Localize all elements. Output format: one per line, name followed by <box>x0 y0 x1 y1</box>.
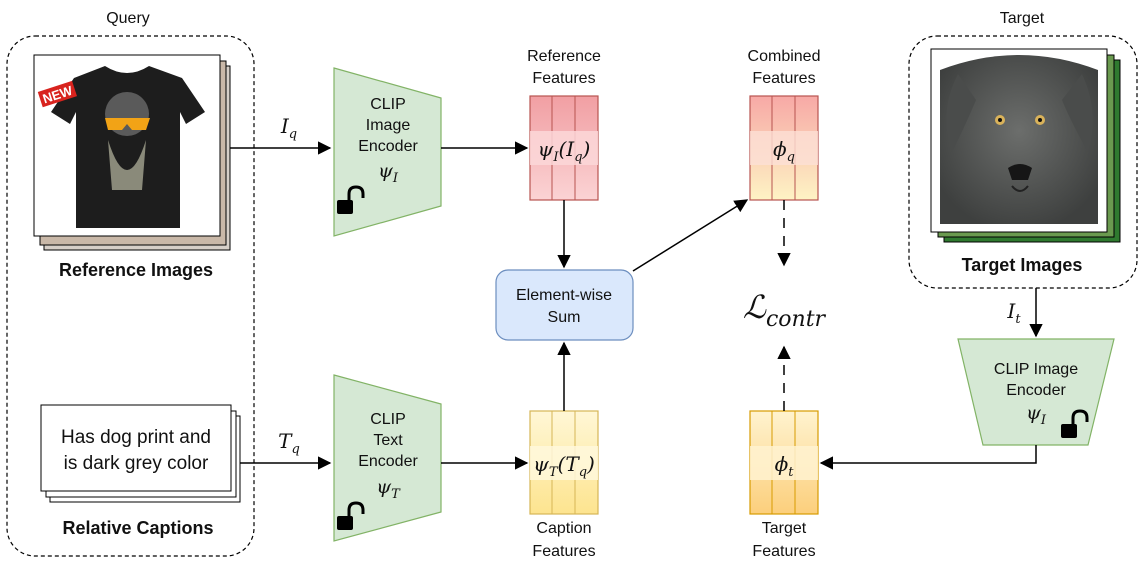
sum-line1: Element-wise <box>516 287 612 304</box>
reference-features-line2: Features <box>532 70 595 87</box>
text-encoder-line2: Text <box>373 432 403 449</box>
text-encoder-line1: CLIP <box>370 411 406 428</box>
arrow-label-tq: Tq <box>278 429 300 457</box>
dog-tshirt-image <box>940 55 1098 224</box>
target-features-line2: Features <box>752 543 815 560</box>
combined-features-line2: Features <box>752 70 815 87</box>
image-encoder-line3: Encoder <box>358 138 418 155</box>
caption-text-line1: Has dog print and <box>61 427 211 448</box>
caption-card-stack <box>40 404 241 503</box>
target-encoder-line2: Encoder <box>1006 382 1066 399</box>
target-features-block: ϕt <box>749 410 819 515</box>
text-encoder-line3: Encoder <box>358 453 418 470</box>
target-image-stack <box>930 48 1121 243</box>
query-title: Query <box>106 10 150 27</box>
contrastive-loss: ℒcontr <box>743 288 827 332</box>
caption-features-line1: Caption <box>536 520 591 537</box>
target-features-line1: Target <box>762 520 807 537</box>
caption-features-line2: Features <box>532 543 595 560</box>
clip-image-encoder: CLIP Image Encoder ψI <box>333 67 442 237</box>
arrow-label-it: It <box>1006 299 1021 327</box>
new-badge <box>37 80 77 108</box>
target-title: Target <box>1000 10 1045 27</box>
arrow-target-encoder-to-target-features <box>819 445 1037 470</box>
sum-line2: Sum <box>548 309 581 326</box>
target-encoder-line1: CLIP Image <box>994 361 1078 378</box>
unlocked-padlock-icon <box>337 501 365 530</box>
reference-features-formula: ψI(Iq) <box>538 137 591 165</box>
element-wise-sum-block: Element-wise Sum <box>495 269 634 341</box>
caption-text-line2: is dark grey color <box>64 453 209 474</box>
combined-features-block: ϕq <box>749 95 819 201</box>
caption-features-formula: ψT(Tq) <box>533 452 595 480</box>
reference-features-block: ψI(Iq) <box>529 95 599 201</box>
target-group-border <box>908 35 1138 289</box>
target-images-label: Target Images <box>962 255 1083 275</box>
arrow-sum-to-combined <box>632 199 749 272</box>
unlocked-padlock-icon <box>337 185 365 214</box>
image-encoder-line1: CLIP <box>370 96 406 113</box>
clip-text-encoder: CLIP Text Encoder ψT <box>333 374 442 542</box>
unlocked-padlock-icon <box>1061 409 1089 438</box>
arrow-label-iq: Iq <box>280 114 297 142</box>
clip-target-image-encoder: CLIP Image Encoder ψI <box>957 338 1115 446</box>
caption-features-block: ψT(Tq) <box>529 410 599 515</box>
image-encoder-line2: Image <box>366 117 411 134</box>
tshirt-image <box>51 66 205 228</box>
reference-image-stack: NEW <box>33 54 231 251</box>
reference-images-label: Reference Images <box>59 260 213 280</box>
relative-captions-label: Relative Captions <box>62 518 213 538</box>
reference-features-line1: Reference <box>527 48 601 65</box>
combined-features-line1: Combined <box>748 48 821 65</box>
